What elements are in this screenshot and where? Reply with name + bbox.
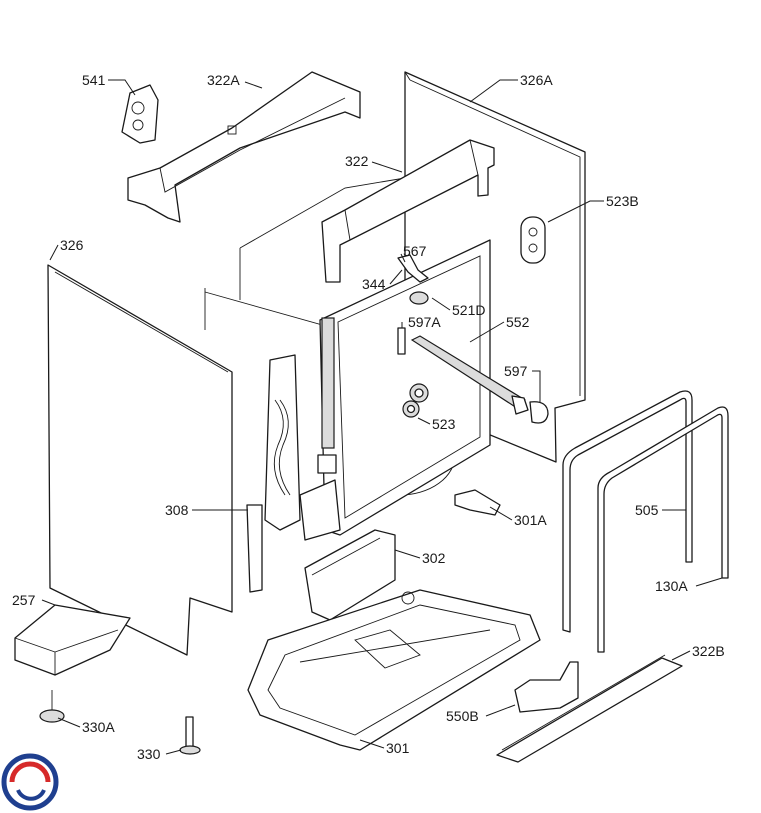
part-301-base-pan [247,589,541,751]
part-505-seal [562,390,693,633]
label-523b: 523B [606,193,639,209]
part-330-screw [179,716,201,755]
part-322a-top-rail [127,71,361,223]
part-597a-clip [397,327,406,355]
part-523b-bracket [520,216,546,264]
label-322: 322 [345,153,369,169]
label-505: 505 [635,502,659,518]
part-597-clip [529,401,549,424]
part-330a-foot [39,690,65,723]
leader-lines [41,79,723,755]
label-326a: 326A [520,72,553,88]
part-301a-bracket [454,489,501,516]
part-inner-tub-frame [317,239,491,536]
part-302-front-panel [304,529,396,621]
label-301: 301 [386,740,410,756]
label-552: 552 [506,314,530,330]
part-521d-cap [409,291,429,305]
label-550b: 550B [446,708,479,724]
label-308: 308 [165,502,189,518]
label-521d: 521D [452,302,485,318]
part-322-top-frame [321,139,495,283]
label-130a: 130A [655,578,688,594]
label-302: 302 [422,550,446,566]
part-308-hinge-assembly [246,354,341,593]
part-552-spray-bar [410,335,529,415]
label-597: 597 [504,363,528,379]
label-257: 257 [12,592,36,608]
part-523-nozzles [402,383,429,418]
label-330: 330 [137,746,161,762]
part-322b-rail [496,654,683,763]
label-523: 523 [432,416,456,432]
part-541-bracket [121,84,159,144]
part-567-344-clip [397,254,429,283]
label-322a: 322A [207,72,240,88]
label-301a: 301A [514,512,547,528]
part-257-foot-block [14,604,131,676]
label-541: 541 [82,72,106,88]
label-326: 326 [60,237,84,253]
part-130a-seal [597,406,729,653]
label-330a: 330A [82,719,115,735]
label-344: 344 [362,276,386,292]
brand-logo-icon [1,753,59,811]
part-labels: 541 322A 326A 322 523B 326 567 344 521D … [12,72,725,762]
part-326-left-panel [47,264,233,656]
label-322b: 322B [692,643,725,659]
label-597a: 597A [408,314,441,330]
label-567: 567 [403,243,427,259]
part-550b-bracket [514,661,579,713]
